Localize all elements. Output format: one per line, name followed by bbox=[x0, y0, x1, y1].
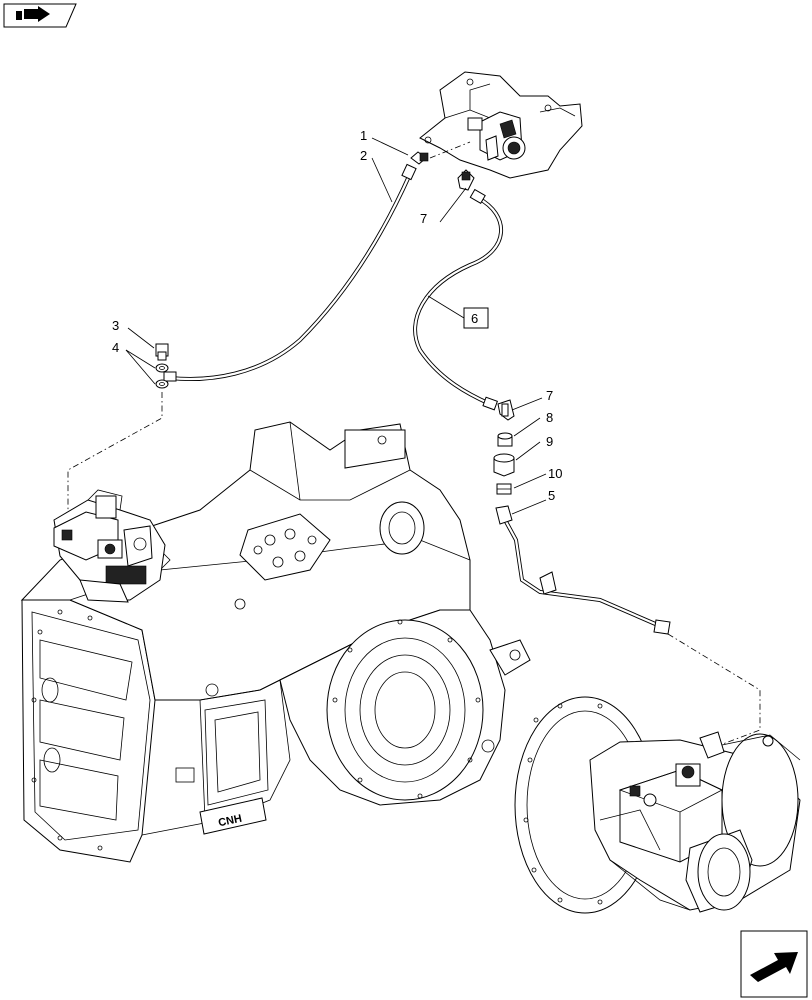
elbow-fitting-7-upper bbox=[457, 169, 475, 191]
callout-9: 9 bbox=[546, 434, 553, 449]
pipe-5 bbox=[495, 505, 671, 635]
rear-axle-unit bbox=[514, 696, 801, 914]
hose-2 bbox=[163, 163, 417, 382]
hose-6 bbox=[413, 188, 504, 411]
callout-8: 8 bbox=[546, 410, 553, 425]
callout-3: 3 bbox=[112, 318, 119, 333]
transmission-housing: CNH bbox=[20, 421, 531, 863]
washer-8 bbox=[497, 432, 513, 447]
callout-6-box bbox=[463, 307, 489, 329]
next-arrow-icon[interactable] bbox=[740, 930, 808, 998]
valve-bracket-assembly bbox=[419, 71, 583, 179]
book-arrow-icon[interactable] bbox=[3, 3, 77, 28]
callout-7-lower: 7 bbox=[546, 388, 553, 403]
callout-10: 10 bbox=[548, 466, 562, 481]
callout-1: 1 bbox=[360, 128, 367, 143]
housing-logo: CNH bbox=[217, 813, 243, 830]
adapter-10 bbox=[496, 483, 512, 495]
callout-4: 4 bbox=[112, 340, 119, 355]
control-valve-block bbox=[53, 489, 166, 603]
nut-9 bbox=[493, 453, 515, 477]
callout-leaders bbox=[125, 137, 547, 515]
callout-2: 2 bbox=[360, 148, 367, 163]
callout-5: 5 bbox=[548, 488, 555, 503]
callout-6: 6 bbox=[471, 311, 478, 326]
elbow-fitting-7-lower bbox=[497, 399, 515, 421]
sealing-washers-4 bbox=[155, 363, 169, 389]
callout-7-upper: 7 bbox=[420, 211, 427, 226]
banjo-bolt-3 bbox=[155, 343, 169, 361]
fitting-1 bbox=[410, 151, 429, 165]
